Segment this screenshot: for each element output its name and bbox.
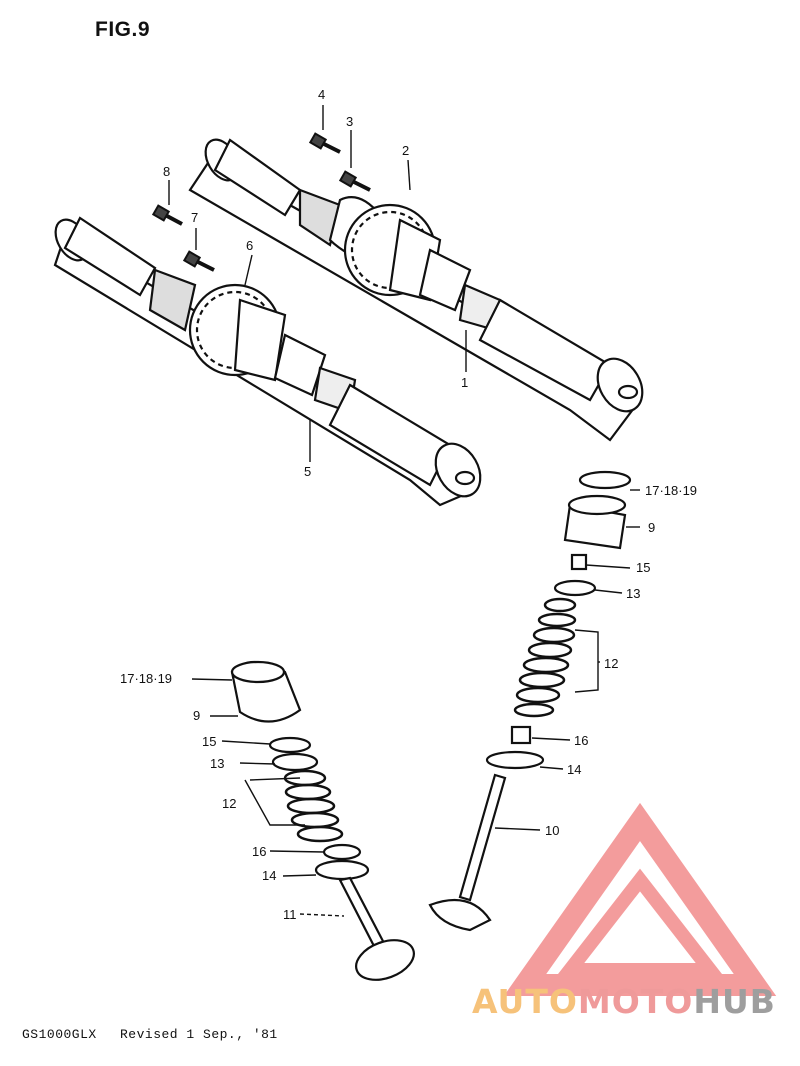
watermark-brand: AUTOMOTOHUB [472, 982, 776, 1021]
callout-left-15: 15 [202, 734, 216, 749]
callout-8: 8 [163, 164, 170, 179]
callout-7: 7 [191, 210, 198, 225]
bolt-icon-7 [182, 250, 215, 272]
bolt-icon-4 [308, 132, 341, 154]
callout-left-17-18-19: 17·18·19 [120, 671, 172, 686]
callout-right-16: 16 [574, 733, 588, 748]
callout-right-14: 14 [567, 762, 581, 777]
callout-left-12: 12 [222, 796, 236, 811]
watermark-logo-icon [503, 802, 777, 996]
brand-part-auto: AUTO [472, 982, 578, 1021]
valve-assembly-left [230, 660, 415, 981]
callout-right-13: 13 [626, 586, 640, 601]
callout-left-14: 14 [262, 868, 276, 883]
callout-left-13: 13 [210, 756, 224, 771]
callout-right-15: 15 [636, 560, 650, 575]
callout-right-9: 9 [648, 520, 655, 535]
callout-3: 3 [346, 114, 353, 129]
bolt-icon-8 [151, 204, 183, 226]
brand-part-hub: HUB [693, 982, 776, 1021]
callout-left-16: 16 [252, 844, 266, 859]
callout-5: 5 [304, 464, 311, 479]
figure-title: FIG.9 [95, 18, 151, 41]
callout-right-12: 12 [604, 656, 618, 671]
callout-2: 2 [402, 143, 409, 158]
camshaft-intake [188, 138, 644, 442]
valve-assembly-right [428, 470, 632, 932]
leader-lines [168, 105, 640, 917]
footer-revision: Revised 1 Sep., '81 [120, 1027, 278, 1042]
callout-6: 6 [246, 238, 253, 253]
callout-left-11: 11 [283, 907, 297, 922]
callout-left-9: 9 [193, 708, 200, 723]
brand-part-moto: MOTO [577, 982, 694, 1021]
camshaft-exhaust [53, 216, 482, 507]
callout-4: 4 [318, 87, 325, 102]
callout-1: 1 [461, 375, 468, 390]
footer-model: GS1000GLX [22, 1027, 97, 1042]
callout-right-17-18-19: 17·18·19 [645, 483, 697, 498]
bolt-icon-3 [338, 170, 371, 192]
callout-right-10: 10 [545, 823, 559, 838]
